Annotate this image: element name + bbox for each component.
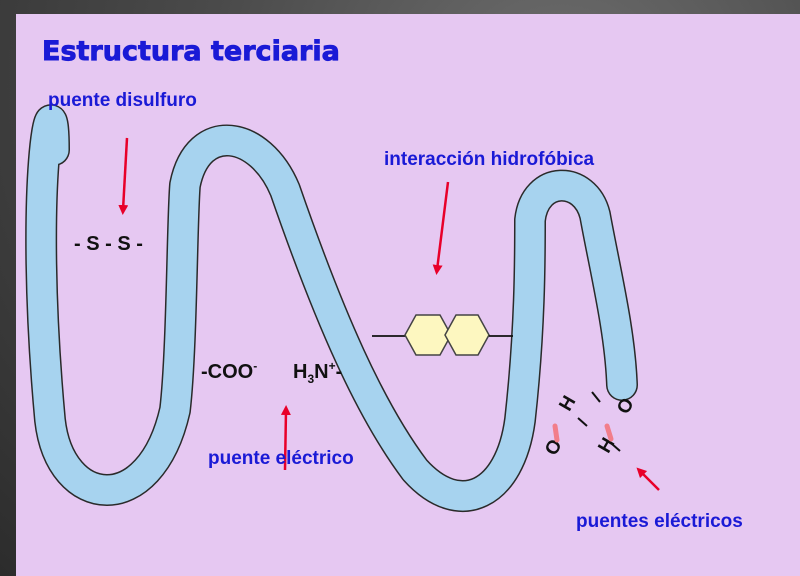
electric-bridges-label: puentes eléctricos [576,511,743,532]
hexagon-ring-icon [404,314,452,356]
polypeptide-chain [25,104,638,512]
hexagon-ring-icon [444,314,490,356]
hydroxyl-oxygen-left: O [541,436,567,459]
hydrophobic-interaction-label: interacción hidrofóbica [384,149,595,170]
carboxylate-group: -COO- [201,359,257,383]
hydroxyl-hydrogen-left: H [555,392,580,414]
hydroxyl-pair: O H O H [541,391,639,459]
amino-group: H3N+- [293,359,342,386]
electric-bridge-label: puente eléctrico [208,448,354,469]
hydrophobic-rings [372,314,513,356]
hydroxyl-hydrogen-right: H [594,434,619,456]
diagram-title: Estructura terciaria [42,36,340,67]
disulfide-bond-text: - S - S - [74,233,143,255]
hydrophobic-red-arrow-icon [432,181,450,275]
electric-bridges-red-arrow-icon [636,467,660,491]
disulfide-red-arrow-icon [118,137,129,215]
electric-bridge-red-arrow-icon [280,405,291,471]
disulfide-bridge-label: puente disulfuro [48,90,197,111]
